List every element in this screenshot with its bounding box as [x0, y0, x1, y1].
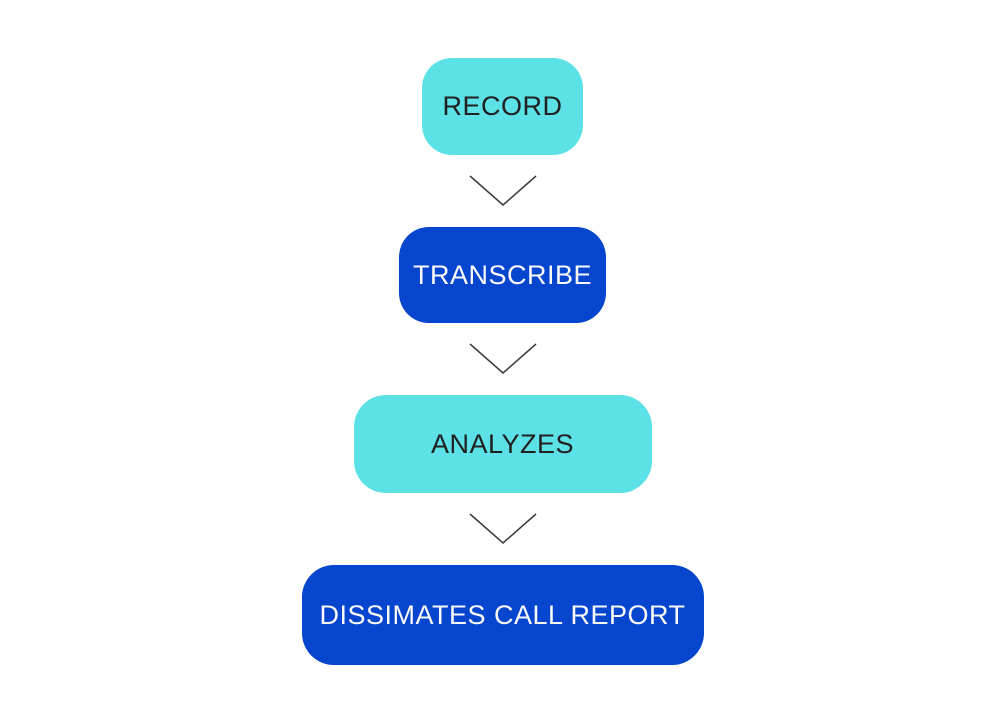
flow-step-transcribe: TRANSCRIBE — [399, 227, 606, 323]
flow-step-transcribe-label: TRANSCRIBE — [412, 259, 593, 290]
connector-analyzes-dissimates — [469, 493, 537, 565]
arrow-down-icon — [469, 175, 536, 206]
flow-step-analyzes-label: ANALYZES — [430, 428, 575, 459]
flow-step-dissimates: DISSIMATES CALL REPORT — [301, 565, 704, 665]
flow-step-record: RECORD — [422, 58, 583, 155]
arrow-down-icon — [469, 513, 536, 544]
connector-record-transcribe — [469, 155, 537, 227]
flow-step-record-label: RECORD — [442, 91, 563, 121]
connector-transcribe-analyzes — [469, 323, 537, 395]
flow-step-analyzes: ANALYZES — [353, 395, 652, 493]
flow-step-dissimates-label: DISSIMATES CALL REPORT — [319, 599, 686, 630]
arrow-down-icon — [469, 343, 536, 374]
